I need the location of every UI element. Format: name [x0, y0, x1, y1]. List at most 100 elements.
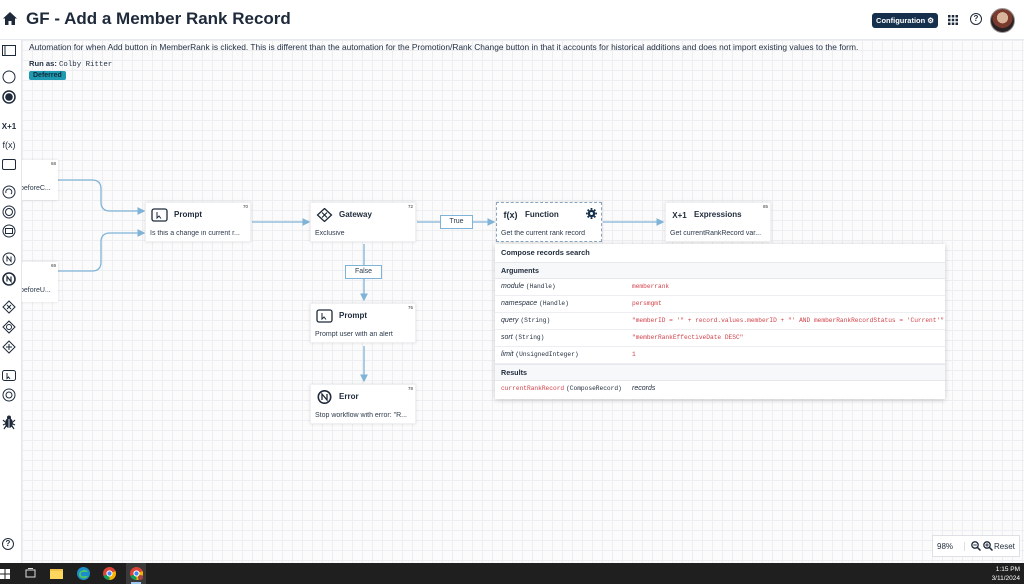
os-taskbar: 1:15 PM 3/11/2024 [0, 563, 1024, 584]
function-tool[interactable]: f(x) [1, 137, 17, 153]
exclusive-gateway-tool[interactable] [1, 299, 17, 315]
node-prompt-alert[interactable]: Prompt 76 Prompt user with an alert [310, 303, 416, 343]
tool-palette: X+1 f(x) [0, 40, 22, 563]
status-badge: Deferred [29, 71, 66, 80]
argument-type: (Handle) [525, 283, 556, 290]
end-event-tool[interactable] [1, 89, 17, 105]
end-event-icon [2, 90, 16, 104]
node-number: 72 [407, 204, 413, 209]
edge-label-false[interactable]: False [345, 265, 382, 279]
node-expressions[interactable]: X+1 Expressions 85 Get currentRankRecord… [665, 202, 771, 242]
visual-tool[interactable] [1, 387, 17, 403]
inclusive-gateway-tool[interactable] [1, 319, 17, 335]
swimlane-tool[interactable] [1, 42, 17, 58]
argument-value: 1 [632, 351, 636, 358]
argument-name: limit [501, 351, 514, 358]
result-row: currentRankRecord (ComposeRecord) record… [495, 381, 945, 398]
argument-row: query (String) "memberID = '" + record.v… [495, 313, 945, 330]
debug-tool[interactable] [1, 414, 17, 430]
node-subtitle: Stop workflow with error: "R... [315, 412, 407, 419]
zoom-level: 98% [937, 542, 965, 551]
node-number: 76 [407, 305, 413, 310]
zoom-control: 98% Reset [932, 535, 1020, 557]
edge-label-true[interactable]: True [440, 215, 473, 229]
task-view-icon[interactable] [23, 566, 38, 581]
start-event-tool[interactable] [1, 69, 17, 85]
gear-icon: ⚙ [927, 16, 934, 25]
clock-time: 1:15 PM [995, 566, 1020, 573]
node-error[interactable]: Error 78 Stop workflow with error: "R... [310, 384, 416, 424]
home-icon[interactable] [2, 11, 18, 27]
configuration-button[interactable]: Configuration ⚙ [872, 13, 938, 28]
error-icon [2, 272, 16, 286]
argument-row: namespace (Handle) persmgmt [495, 296, 945, 313]
node-title: Prompt [339, 311, 367, 320]
help-icon[interactable]: ? [970, 13, 982, 25]
argument-type: (UnsignedInteger) [515, 351, 579, 358]
configuration-label: Configuration [876, 16, 926, 25]
node-title: Prompt [174, 210, 202, 219]
edge-browser-icon[interactable] [76, 566, 91, 581]
inclusive-gateway-icon [2, 320, 16, 334]
chrome-browser-icon[interactable] [102, 566, 117, 581]
node-subtitle: Prompt user with an alert [315, 331, 393, 338]
gateway-icon [316, 208, 333, 222]
node-number: 69 [50, 263, 56, 268]
start-event-icon [2, 70, 16, 84]
node-title: Function [525, 210, 559, 219]
run-as-user: Colby Ritter [58, 61, 113, 69]
node-trigger-before-create[interactable]: 68 beforeC... [20, 160, 58, 200]
expressions-icon: X+1 [1, 121, 17, 131]
node-subtitle: Is this a change in current r... [150, 230, 240, 237]
node-title: Gateway [339, 210, 372, 219]
argument-row: sort (String) "memberRankEffectiveDate D… [495, 330, 945, 347]
argument-name: namespace [501, 300, 538, 307]
function-icon: f(x) [503, 210, 518, 220]
page-title: GF - Add a Member Rank Record [26, 9, 291, 28]
node-number: 70 [242, 204, 248, 209]
node-gateway[interactable]: Gateway 72 Exclusive [310, 202, 416, 242]
system-clock[interactable]: 1:15 PM 3/11/2024 [992, 565, 1020, 583]
message-event-tool[interactable] [1, 223, 17, 239]
argument-value: "memberID = '" + record.values.memberID … [632, 317, 944, 324]
node-trigger-before-update[interactable]: 69 beforeU... [20, 262, 58, 302]
node-function[interactable]: f(x) Function Get the current rank recor… [496, 202, 602, 242]
expressions-icon: X+1 [672, 210, 687, 220]
loop-tool[interactable] [1, 184, 17, 200]
run-as: Run as: Colby Ritter [29, 59, 112, 69]
zoom-out-icon[interactable] [971, 541, 981, 551]
delay-icon [2, 205, 16, 219]
prompt-tool[interactable] [1, 367, 17, 383]
gear-icon[interactable] [586, 208, 597, 219]
error-tool[interactable] [1, 271, 17, 287]
expressions-tool[interactable]: X+1 [1, 118, 17, 134]
arguments-header: Arguments [495, 262, 945, 279]
node-subtitle: beforeU... [20, 287, 51, 294]
iterator-tool[interactable] [1, 156, 17, 172]
argument-type: (String) [520, 317, 551, 324]
exclusive-gateway-icon [2, 300, 16, 314]
node-prompt[interactable]: Prompt 70 Is this a change in current r.… [145, 202, 251, 242]
argument-type: (String) [514, 334, 545, 341]
error-icon [317, 390, 332, 404]
workflow-description: Automation for when Add button in Member… [29, 42, 859, 52]
result-type: (ComposeRecord) [566, 385, 622, 392]
zoom-in-icon[interactable] [983, 541, 993, 551]
parallel-gateway-icon [2, 340, 16, 354]
argument-row: module (Handle) memberrank [495, 279, 945, 296]
iterator-icon [2, 158, 16, 170]
argument-row: limit (UnsignedInteger) 1 [495, 347, 945, 364]
help-icon[interactable]: ? [2, 538, 14, 550]
delay-tool[interactable] [1, 204, 17, 220]
chrome-profile-browser-icon[interactable] [129, 566, 144, 581]
node-title: Error [339, 392, 359, 401]
file-explorer-icon[interactable] [49, 566, 64, 581]
apps-grid-icon[interactable] [948, 15, 958, 25]
parallel-gateway-tool[interactable] [1, 339, 17, 355]
windows-start-icon[interactable] [0, 566, 15, 581]
avatar[interactable] [990, 8, 1015, 33]
reset-zoom-button[interactable]: Reset [994, 542, 1015, 551]
termination-tool[interactable] [1, 251, 17, 267]
message-event-icon [2, 224, 16, 238]
clock-date: 3/11/2024 [991, 575, 1020, 582]
